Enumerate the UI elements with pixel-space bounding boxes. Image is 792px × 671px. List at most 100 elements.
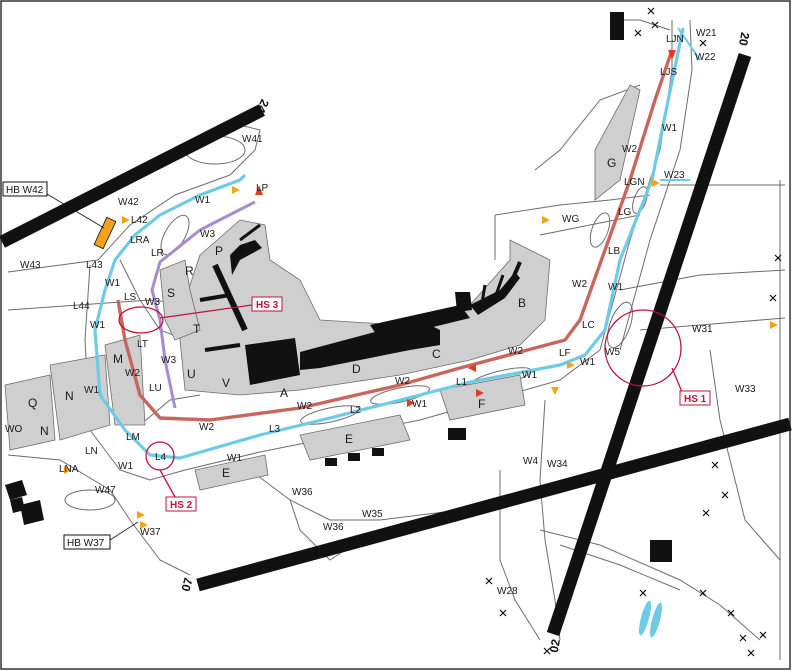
taxi-label-w36-b: W36 [323, 522, 344, 533]
taxi-label-w28: W28 [497, 586, 518, 597]
taxi-label-w43: W43 [20, 260, 41, 271]
apron-label-n-2: N [40, 424, 49, 438]
route-w3-purple [150, 200, 256, 409]
apron-f [439, 374, 526, 421]
taxi-label-w41: W41 [242, 134, 263, 145]
arrow-w4 [551, 387, 559, 395]
apron-g [594, 84, 641, 201]
taxi-label-w2-ne: W2 [622, 144, 637, 155]
apron-label-n-1: N [65, 389, 74, 403]
arrow-lf [567, 361, 575, 369]
runway-label-24: 24 [253, 97, 271, 115]
runways [0, 52, 792, 637]
hotspot-2-leader [159, 469, 176, 498]
taxi-label-w3-n: W3 [200, 229, 215, 240]
taxi-label-l44: L44 [73, 301, 90, 312]
hotspot-3-label: HS 3 [256, 300, 279, 311]
apron-label-s: S [167, 286, 175, 300]
taxi-label-lg: LG [618, 207, 632, 218]
apron-e-center [299, 414, 411, 461]
taxi-label-w1-w: W1 [90, 320, 105, 331]
hold-bay-w42 [93, 216, 117, 250]
buildings [5, 12, 672, 562]
building-ne [610, 12, 624, 40]
taxi-label-wo: WO [5, 424, 22, 435]
hotspot-1-leader [671, 367, 683, 393]
arrow-l1-east [476, 389, 484, 397]
hangar-1 [325, 458, 337, 466]
hangar-f [448, 428, 466, 440]
taxi-label-w2-se: W2 [297, 401, 312, 412]
taxi-label-l1: L1 [456, 377, 468, 388]
taxiway-labels: W21 W22 LJN LJS W1 W2 LGN W23 LG WG LB W… [5, 28, 756, 597]
arrow-w31 [770, 321, 778, 329]
apron-label-m: M [113, 352, 123, 366]
apron-label-c: C [432, 347, 441, 361]
arrow-lna [64, 466, 72, 474]
taxi-label-l2: L2 [350, 405, 362, 416]
taxi-label-w2-s: W2 [199, 422, 214, 433]
hotspot-1-label: HS 1 [684, 394, 707, 405]
pier-p [230, 240, 262, 275]
taxi-label-w47: W47 [95, 485, 116, 496]
pier-main-spine [212, 263, 248, 332]
arrow-w37-b [140, 521, 148, 529]
apron-labels: A B C D E E F G M N N P Q R S T U V [28, 156, 616, 480]
taxi-label-w2-center: W2 [508, 346, 523, 357]
apron-n [49, 354, 111, 441]
taxi-label-lt: LT [137, 339, 148, 350]
arrow-wg [542, 216, 550, 224]
hold-boxes: HB W42 HB W37 [2, 181, 139, 550]
taxi-label-w1-se: W1 [227, 453, 242, 464]
taxi-label-l43: L43 [86, 260, 103, 271]
apron-label-r: R [185, 264, 194, 278]
apron-label-v: V [222, 376, 230, 390]
apron-label-p: P [215, 244, 223, 258]
hold-box-w37 [63, 534, 111, 550]
apron-m [104, 334, 146, 426]
arrow-lp [255, 185, 263, 195]
taxi-label-w37: W37 [140, 527, 161, 538]
taxi-label-w36-a: W36 [292, 487, 313, 498]
apron-label-a: A [280, 386, 288, 400]
hotspot-2-box [165, 496, 197, 512]
hotspot-3-box [251, 296, 283, 312]
taxi-label-lgn: LGN [624, 177, 645, 188]
taxi-label-lr: LR [151, 248, 164, 259]
hotspot-labels: HS 1 HS 2 HS 3 [165, 296, 711, 512]
taxi-label-ls: LS [124, 292, 137, 303]
building-se [650, 540, 672, 562]
hotspot-3-circle [118, 306, 164, 334]
taxi-label-w1-s: W1 [118, 461, 133, 472]
route-w1-blue [93, 27, 685, 460]
taxi-label-w5: W5 [605, 347, 620, 358]
apron-label-t: T [193, 322, 201, 336]
terminal-c [370, 305, 470, 340]
apron-label-q: Q [28, 396, 37, 410]
taxi-label-w21: W21 [696, 28, 717, 39]
taxi-label-wg: WG [562, 214, 579, 225]
hotspot-1-box [679, 390, 711, 406]
hotspot-circles [118, 304, 683, 498]
taxi-label-lp: LP [256, 183, 269, 194]
taxi-label-ln: LN [85, 446, 98, 457]
taxi-label-w33: W33 [735, 384, 756, 395]
runway-label-02: 02 [547, 638, 563, 654]
hold-box-w37-label: HB W37 [67, 538, 105, 549]
taxi-label-l4: L4 [155, 452, 167, 463]
taxi-label-w31: W31 [692, 324, 713, 335]
taxi-label-w23: W23 [664, 170, 685, 181]
taxi-label-w1-f: W1 [580, 357, 595, 368]
taxi-label-w3-w: W3 [145, 297, 160, 308]
hotspot-1-circle [604, 309, 682, 387]
taxi-label-lm: LM [126, 432, 140, 443]
taxi-label-lra: LRA [130, 235, 150, 246]
taxi-label-w3-s: W3 [161, 355, 176, 366]
runway-label-20: 20 [736, 31, 752, 47]
hangar-2 [348, 453, 360, 461]
apron-label-d: D [352, 362, 361, 376]
apron-label-e-west: E [222, 466, 230, 480]
arrow-w1-c [407, 399, 415, 407]
taxi-label-w1-e: W1 [608, 282, 623, 293]
